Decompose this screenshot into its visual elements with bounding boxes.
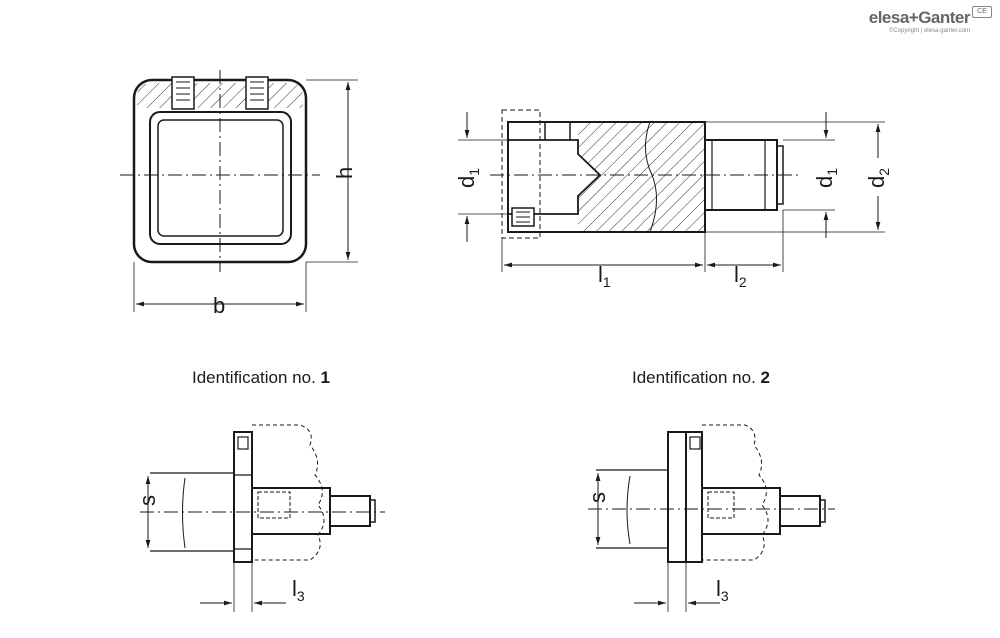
brand-copyright: ©Copyright | elesa-ganter.com bbox=[888, 28, 970, 34]
dimension-d2-label: d2 bbox=[864, 168, 892, 188]
dimension-h-label: h bbox=[332, 167, 357, 179]
dimension-l3-label-1: l3 bbox=[292, 576, 305, 604]
set-screw-right bbox=[245, 76, 269, 110]
identification-1-caption: Identification no. 1 bbox=[192, 368, 330, 388]
flange-plate-2 bbox=[685, 431, 703, 563]
shaft-1 bbox=[251, 487, 331, 535]
ce-mark-icon: CE bbox=[972, 6, 992, 18]
identification-1-number: 1 bbox=[320, 368, 330, 387]
identification-2-drawing bbox=[588, 424, 835, 612]
hidden-collar-outline bbox=[501, 109, 541, 239]
dimension-d1-right-label: d1 bbox=[812, 168, 840, 188]
dimension-b-label: b bbox=[213, 293, 225, 318]
side-view bbox=[458, 109, 885, 272]
dimension-s-label-1: s bbox=[135, 495, 160, 506]
dimension-l1-label: l1 bbox=[598, 262, 611, 290]
identification-2-label: Identification no. bbox=[632, 368, 761, 387]
flange-plate bbox=[233, 431, 253, 563]
brand-logo: elesa+Ganter ©Copyright | elesa-ganter.c… bbox=[868, 6, 992, 34]
set-screw-left bbox=[171, 76, 195, 110]
identification-2-number: 2 bbox=[760, 368, 770, 387]
identification-1-drawing bbox=[140, 424, 385, 612]
identification-1-label: Identification no. bbox=[192, 368, 321, 387]
shaft-section-hatch bbox=[578, 122, 705, 232]
identification-2-caption: Identification no. 2 bbox=[632, 368, 770, 388]
dimension-l2-label: l2 bbox=[734, 262, 747, 290]
dimension-s-label-2: s bbox=[585, 492, 610, 503]
front-view bbox=[120, 70, 358, 312]
shaft-2 bbox=[701, 487, 781, 535]
dimension-l3-label-2: l3 bbox=[716, 576, 729, 604]
brand-name: elesa+Ganter bbox=[868, 8, 971, 27]
dimension-d1-left-label: d1 bbox=[454, 168, 482, 188]
